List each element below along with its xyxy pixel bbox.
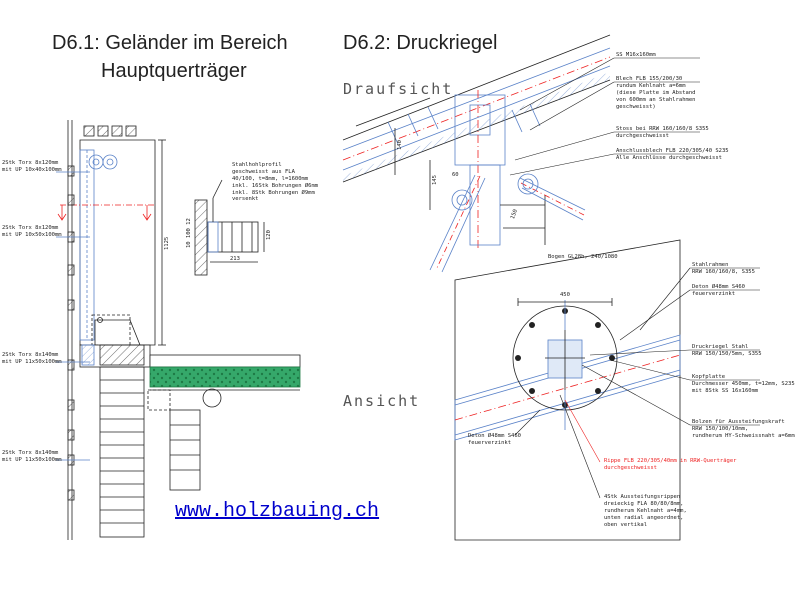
dimension-450: 450 (560, 292, 570, 298)
note-torx-4: 2Stk Torx 8x140mm mit UP 11x50x100mm (2, 450, 62, 463)
note-torx-1: 2Stk Torx 8x120mm mit UP 10x40x100mm (2, 160, 62, 173)
dimension-120: 120 (266, 230, 272, 240)
note-druckriegel: Druckriegel Stahl RRW 150/150/5mm, S355 (692, 344, 762, 357)
note-torx-3: 2Stk Torx 8x140mm mit UP 11x50x100mm (2, 352, 62, 365)
dimension-213: 213 (230, 256, 240, 262)
d62-title: D6.2: Druckriegel (343, 32, 498, 54)
note-deton-left: Deton Ø48mm S460 feuerverzinkt (468, 433, 521, 446)
d61-title: D6.1: Geländer im Bereich (52, 32, 288, 54)
section-label-ansicht: Ansicht (343, 392, 421, 410)
dimension-60: 60 (452, 172, 459, 178)
note-bolzen: Bolzen für Aussteifungskraft RRW 150/100… (692, 419, 795, 439)
note-anschluss: Anschlussblech FLB 220/305/40 S235 Alle … (616, 148, 729, 161)
note-stoss: Stoss bei RRW 160/160/8 S355 durchgeschw… (616, 126, 709, 139)
d62-plan-view (342, 34, 611, 273)
website-link[interactable]: www.holzbauing.ch (175, 500, 380, 523)
d61-railing-section (56, 120, 301, 540)
note-torx-2: 2Stk Torx 8x120mm mit UP 10x50x100mm (2, 225, 62, 238)
section-label-draufsicht: Draufsicht (343, 80, 454, 98)
note-rippe: Rippe FLB 220/305/40mm in RRW-Querträger… (604, 458, 737, 471)
dimension-140: 140 (397, 140, 403, 150)
d62-elevation-leaders (514, 267, 760, 499)
note-blech: Blech FLB 155/200/30 rundum Kehlnaht a=6… (616, 76, 696, 110)
note-deton-right: Deton Ø48mm S460 feuerverzinkt (692, 284, 745, 297)
dimension-145: 145 (432, 175, 438, 185)
note-bogen: Bogen GL28h, 240/1080 (548, 254, 618, 260)
note-stahlrahmen: Stahlrahmen RRW 160/160/8, S355 (692, 262, 755, 275)
d61-profile-detail (194, 179, 265, 276)
note-stahlhohlprofil: Stahlhohlprofil geschweisst aus FLA 40/1… (232, 162, 319, 203)
d62-elevation-view (454, 239, 681, 541)
dimensions-left: 10 100 12 (186, 218, 192, 248)
dimension-1125: 1125 (164, 236, 170, 250)
d62-plan-leaders (509, 57, 700, 176)
note-aussteifung: 4Stk Aussteifungsrippen dreieckig FLA 80… (604, 494, 687, 528)
note-kopfplatte: Kopfplatte Durchmesser 450mm, t=12mm, S2… (692, 374, 795, 394)
note-ss: SS M16x160mm (616, 52, 656, 58)
d61-title-line2: Hauptquerträger (101, 60, 247, 82)
